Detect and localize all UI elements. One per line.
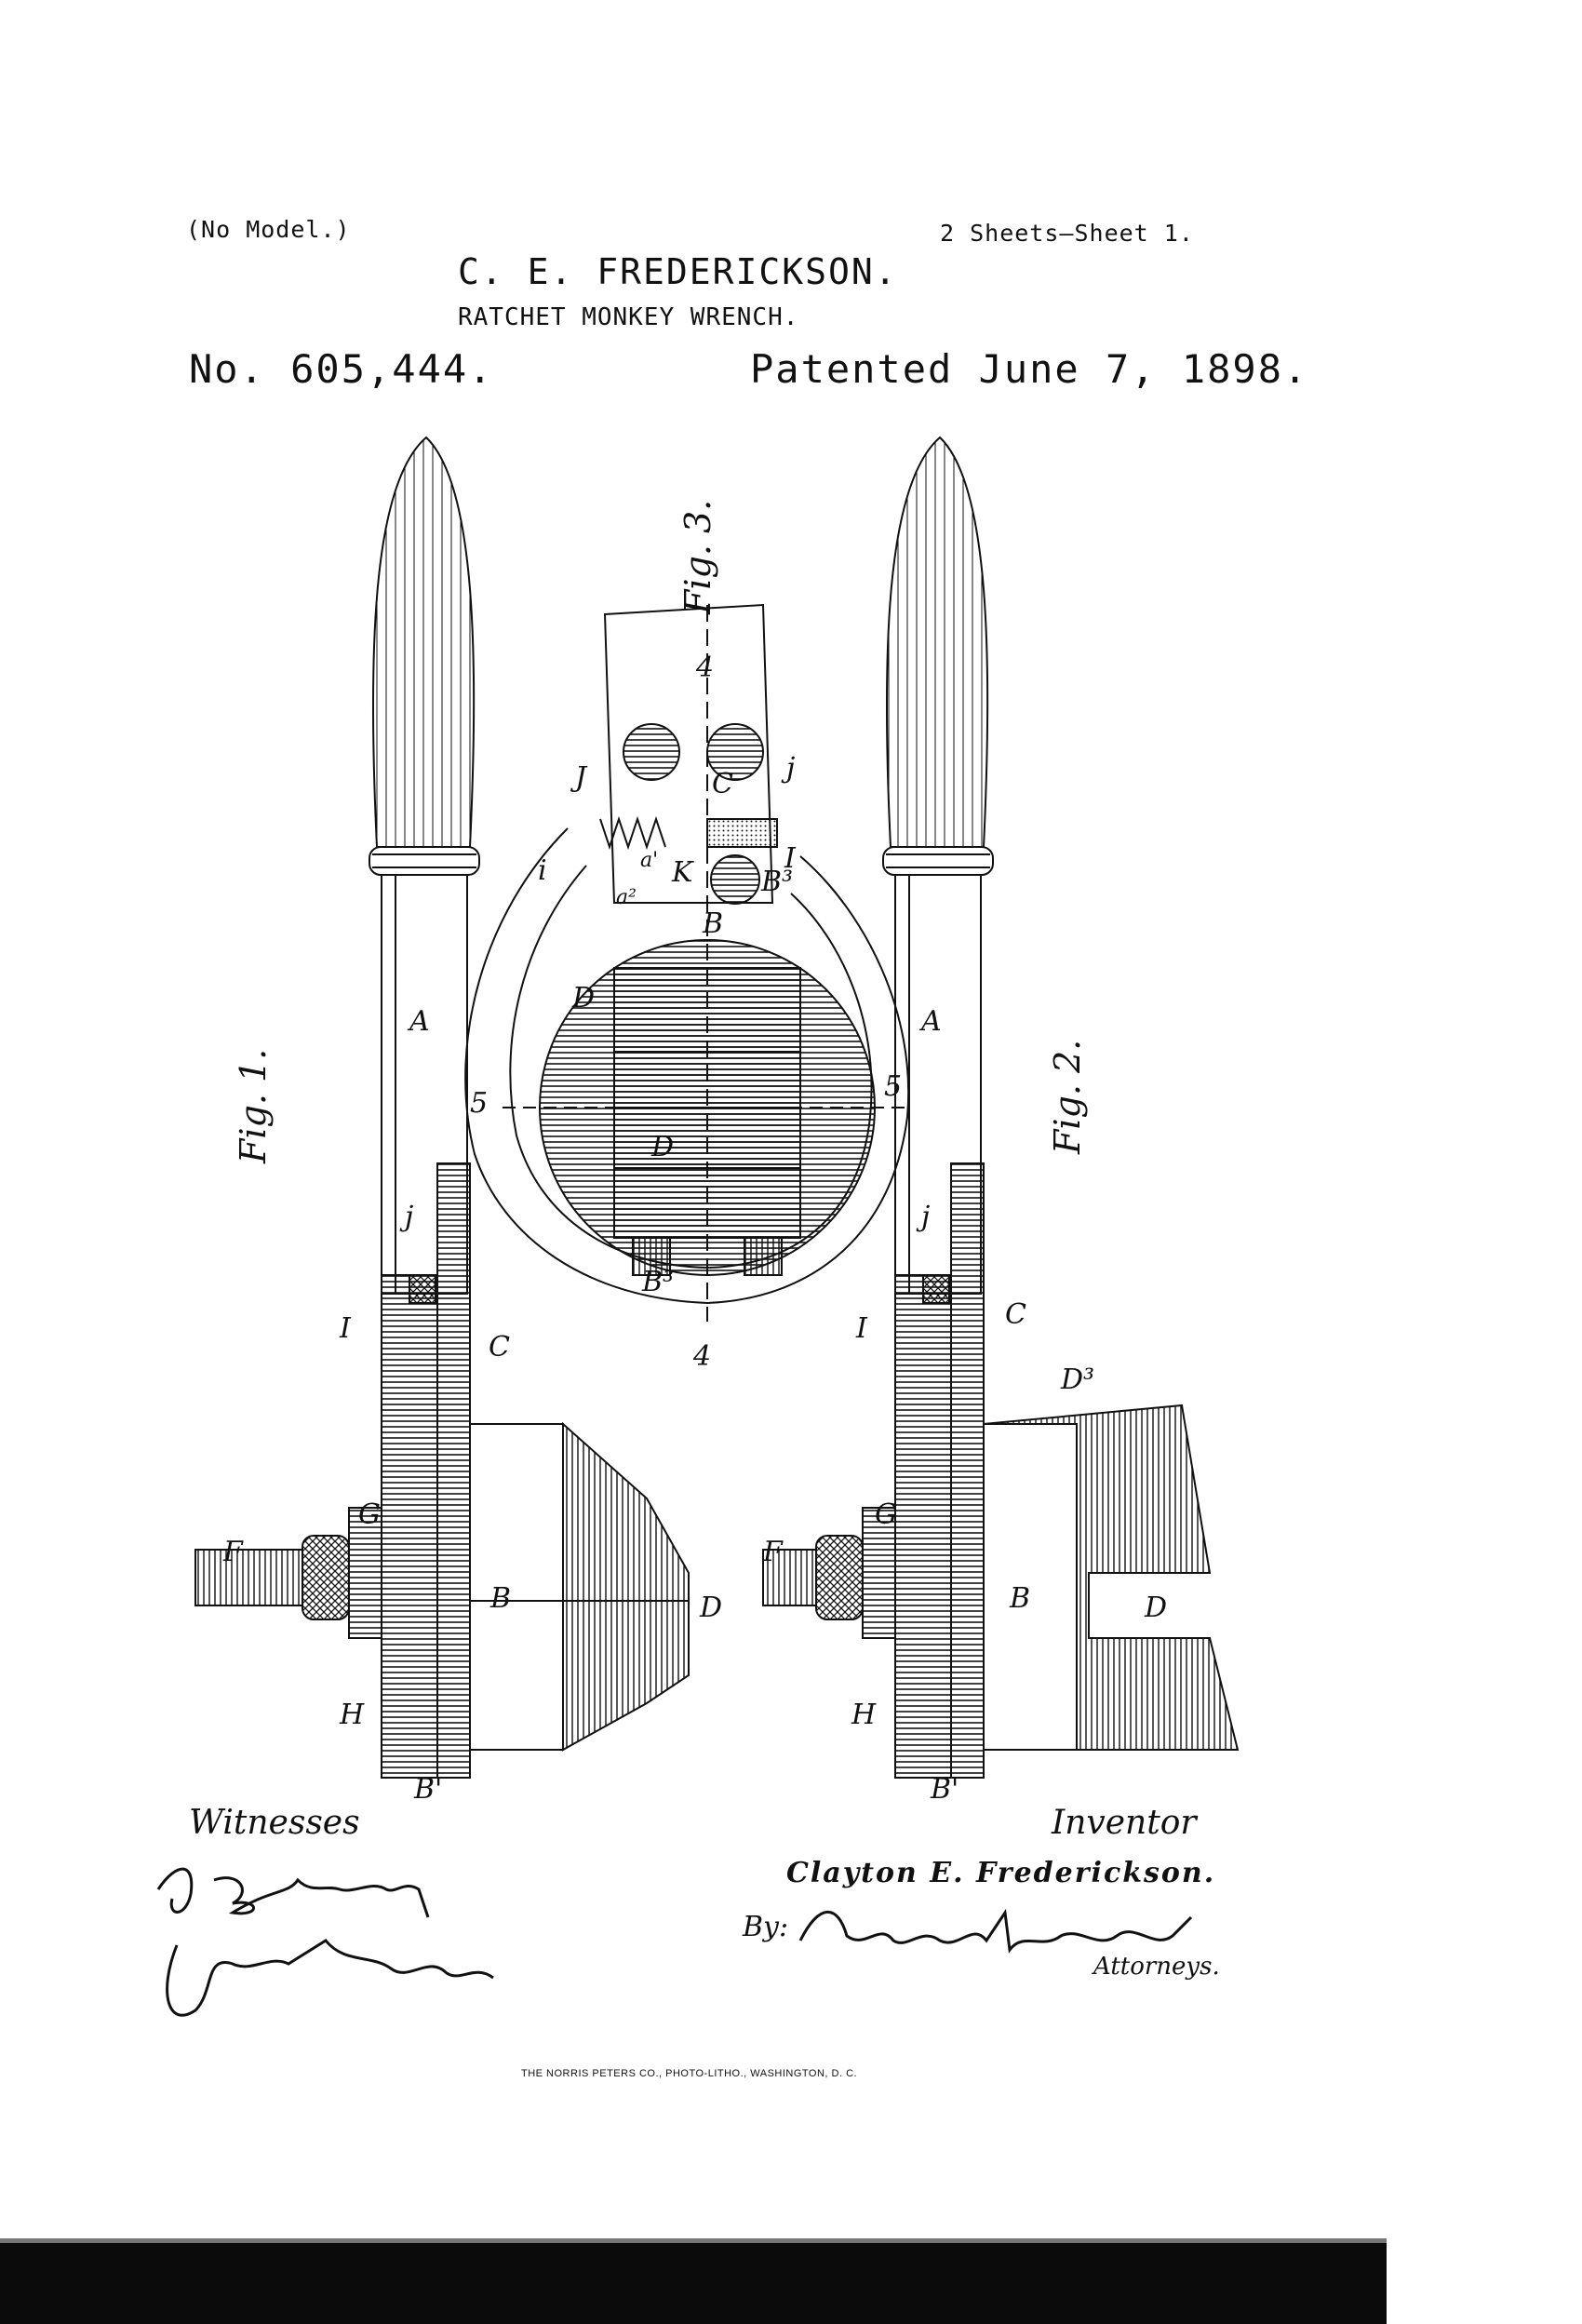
label-b1-fig2: B' bbox=[931, 1773, 959, 1806]
printer-line: THE NORRIS PETERS CO., PHOTO-LITHO., WAS… bbox=[521, 2068, 858, 2079]
label-5-right-fig3: 5 bbox=[884, 1070, 903, 1103]
label-h-fig1: H bbox=[340, 1699, 365, 1731]
label-d-center-fig3: D bbox=[651, 1131, 675, 1163]
label-d-upper-fig3: D bbox=[572, 982, 596, 1014]
label-f-fig2: F bbox=[763, 1536, 783, 1568]
label-d-fig2: D bbox=[1145, 1592, 1168, 1624]
label-a2-fig3: a² bbox=[616, 886, 637, 909]
scan-edge-bar bbox=[0, 2243, 1387, 2324]
label-b-fig2: B bbox=[1010, 1582, 1031, 1615]
by-label: By: bbox=[743, 1911, 789, 1943]
label-j-upper-fig3: J bbox=[575, 761, 587, 794]
label-b3-lower-fig3: B³ bbox=[642, 1266, 675, 1298]
attorneys-label: Attorneys. bbox=[1093, 1953, 1220, 1981]
label-d3-fig2: D³ bbox=[1061, 1364, 1095, 1396]
label-i-right-fig3: I bbox=[784, 842, 796, 875]
inventor-heading: Inventor bbox=[1052, 1804, 1197, 1842]
figure-2-drawing bbox=[762, 436, 1240, 1779]
figure-1-drawing bbox=[194, 436, 690, 1779]
label-i-fig1: I bbox=[340, 1312, 351, 1345]
label-b-fig1: B bbox=[490, 1582, 512, 1615]
label-a1-fig3: a' bbox=[640, 849, 659, 872]
inventor-name: C. E. FREDERICKSON. bbox=[458, 251, 898, 292]
witnesses-heading: Witnesses bbox=[189, 1804, 360, 1842]
sheets-label: 2 Sheets—Sheet 1. bbox=[940, 220, 1194, 247]
figure-3-drawing bbox=[464, 603, 912, 1322]
label-5-left-fig3: 5 bbox=[470, 1087, 489, 1120]
label-f-fig1: F bbox=[223, 1536, 243, 1568]
label-i-fig3: i bbox=[538, 854, 547, 887]
scan-edge-gray bbox=[0, 2238, 1387, 2244]
label-4-upper-fig3: 4 bbox=[696, 652, 715, 684]
patent-number: No. 605,444. bbox=[189, 346, 494, 392]
label-c-fig3: C bbox=[712, 768, 733, 800]
attorney-signature-image bbox=[798, 1908, 1193, 1954]
patent-title: RATCHET MONKEY WRENCH. bbox=[458, 303, 799, 331]
inventor-signature: Clayton E. Frederickson. bbox=[786, 1857, 1216, 1889]
label-b-fig3: B bbox=[703, 907, 724, 940]
label-b3-upper-fig3: B³ bbox=[761, 866, 794, 898]
label-k-fig3: K bbox=[672, 856, 693, 889]
label-j-fig1: j bbox=[405, 1201, 414, 1233]
label-c-fig1: C bbox=[489, 1331, 510, 1364]
label-g-fig1: G bbox=[358, 1498, 381, 1531]
label-d-fig1: D bbox=[700, 1592, 723, 1624]
label-c-fig2: C bbox=[1005, 1298, 1026, 1331]
label-j-right-fig3: j bbox=[786, 752, 796, 785]
patent-date: Patented June 7, 1898. bbox=[750, 346, 1309, 392]
fig3-label: Fig. 3. bbox=[677, 499, 718, 614]
label-a-fig1: A bbox=[409, 1005, 430, 1038]
label-4-lower-fig3: 4 bbox=[693, 1340, 712, 1373]
label-h-fig2: H bbox=[851, 1699, 877, 1731]
label-b1-fig1: B' bbox=[414, 1773, 443, 1806]
witness-signatures-image bbox=[156, 1867, 494, 2017]
label-j-fig2: j bbox=[921, 1201, 931, 1233]
label-a-fig2: A bbox=[921, 1005, 942, 1038]
no-model-label: (No Model.) bbox=[186, 216, 351, 243]
label-g-fig2: G bbox=[875, 1498, 897, 1531]
label-i-fig2: I bbox=[856, 1312, 867, 1345]
fig1-label: Fig. 1. bbox=[233, 1048, 274, 1163]
fig2-label: Fig. 2. bbox=[1047, 1039, 1088, 1154]
